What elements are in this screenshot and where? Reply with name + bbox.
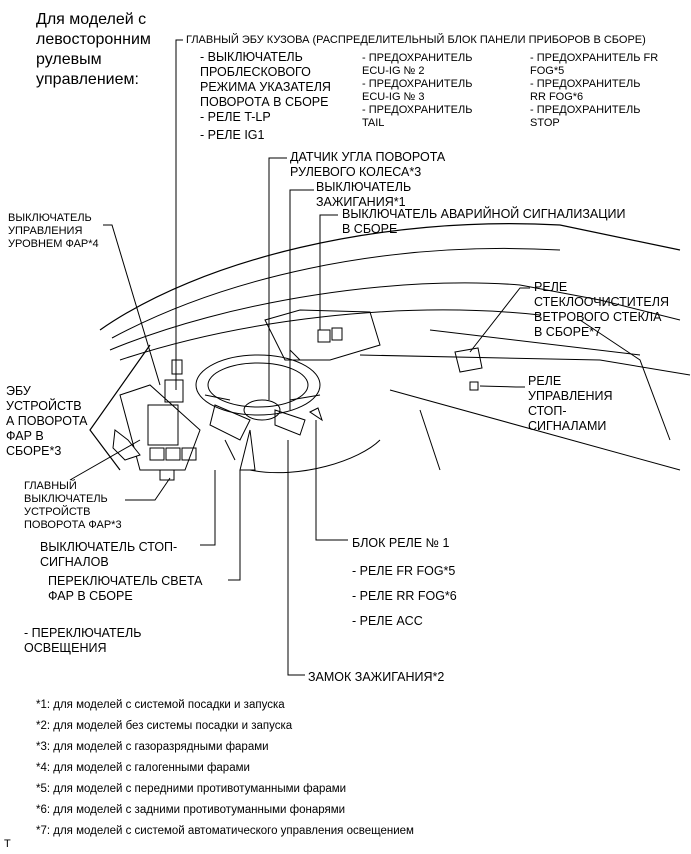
- footnote: *5: для моделей с передними противотуман…: [36, 783, 347, 795]
- ecu-components-col2: - ПРЕДОХРАНИТЕЛЬ ECU-IG № 2 - ПРЕДОХРАНИ…: [362, 52, 473, 129]
- swivel-ecu-label: ЭБУ УСТРОЙСТВ А ПОВОРОТА ФАР В СБОРЕ*3: [6, 384, 88, 458]
- ignition-lock-label: ЗАМОК ЗАЖИГАНИЯ*2: [308, 670, 445, 684]
- light-switch-sub-label: - ПЕРЕКЛЮЧАТЕЛЬ ОСВЕЩЕНИЯ: [24, 626, 142, 655]
- headlight-level-switch-label: ВЫКЛЮЧАТЕЛЬ УПРАВЛЕНИЯ УРОВНЕМ ФАР*4: [8, 212, 99, 250]
- relay-block-label: БЛОК РЕЛЕ № 1: [352, 536, 450, 550]
- footnote: *4: для моделей с галогенными фарами: [36, 762, 250, 774]
- relay-item: - РЕЛЕ FR FOG*5: [352, 564, 456, 578]
- light-switch-label: ПЕРЕКЛЮЧАТЕЛЬ СВЕТА ФАР В СБОРЕ: [48, 574, 203, 603]
- wiper-relay-label: РЕЛЕ СТЕКЛООЧИСТИТЕЛЯ ВЕТРОВОГО СТЕКЛА В…: [534, 280, 669, 339]
- swivel-main-switch-label: ГЛАВНЫЙ ВЫКЛЮЧАТЕЛЬ УСТРОЙСТВ ПОВОРОТА Ф…: [24, 480, 122, 531]
- relay-item: - РЕЛЕ ACC: [352, 614, 423, 628]
- footnote: *7: для моделей с системой автоматическо…: [36, 825, 414, 837]
- ecu-relay-ig1: - РЕЛЕ IG1: [200, 128, 265, 142]
- hazard-switch-label: ВЫКЛЮЧАТЕЛЬ АВАРИЙНОЙ СИГНАЛИЗАЦИИ В СБО…: [342, 207, 626, 236]
- corner-mark: T: [4, 838, 11, 850]
- ignition-switch-label: ВЫКЛЮЧАТЕЛЬ ЗАЖИГАНИЯ*1: [316, 180, 412, 209]
- stop-light-switch-label: ВЫКЛЮЧАТЕЛЬ СТОП- СИГНАЛОВ: [40, 540, 178, 569]
- stop-light-relay-label: РЕЛЕ УПРАВЛЕНИЯ СТОП- СИГНАЛАМИ: [528, 374, 613, 433]
- model-heading: Для моделей с левосторонним рулевым упра…: [36, 11, 151, 88]
- footnote: *2: для моделей без системы посадки и за…: [36, 720, 293, 732]
- steering-angle-sensor-label: ДАТЧИК УГЛА ПОВОРОТА РУЛЕВОГО КОЛЕСА*3: [290, 150, 446, 179]
- relay-item: - РЕЛЕ RR FOG*6: [352, 589, 457, 603]
- ecu-components-col3: - ПРЕДОХРАНИТЕЛЬ FR FOG*5 - ПРЕДОХРАНИТЕ…: [530, 52, 659, 129]
- ecu-components-col1: - ВЫКЛЮЧАТЕЛЬ ПРОБЛЕСКОВОГО РЕЖИМА УКАЗА…: [200, 50, 331, 124]
- main-body-ecu-label: ГЛАВНЫЙ ЭБУ КУЗОВА (РАСПРЕДЕЛИТЕЛЬНЫЙ БЛ…: [186, 34, 646, 46]
- footnote: *3: для моделей с газоразрядными фарами: [36, 741, 269, 753]
- footnote: *6: для моделей с задними противотуманны…: [36, 804, 346, 816]
- footnote: *1: для моделей с системой посадки и зап…: [36, 699, 285, 711]
